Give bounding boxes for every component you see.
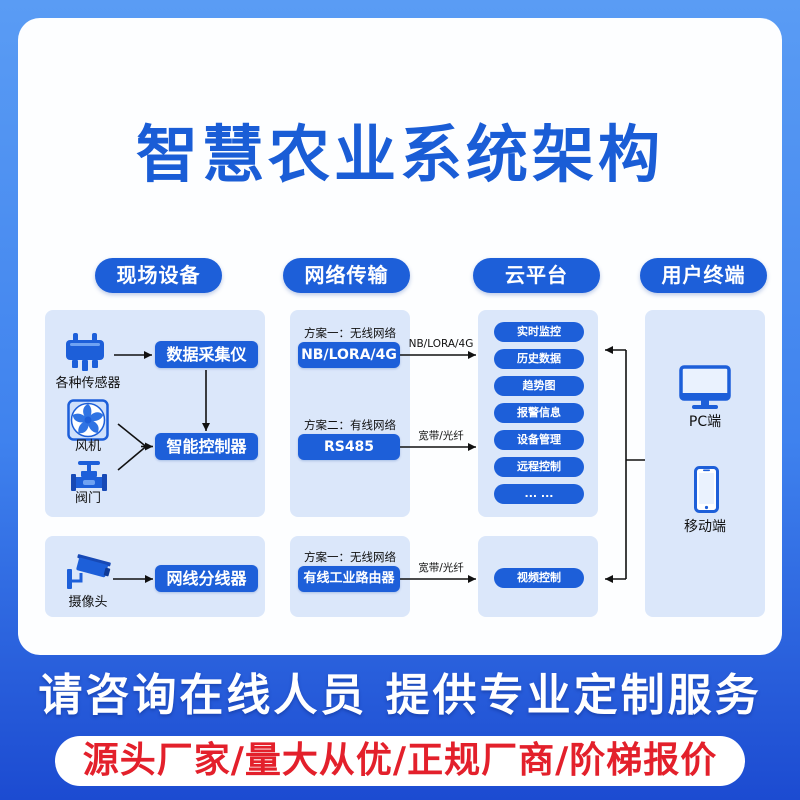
industrial-router-box: 有线工业路由器 <box>298 566 400 592</box>
mobile-terminal-label: 移动端 <box>684 519 726 535</box>
column-header-network: 网络传输 <box>283 258 410 293</box>
camera-label: 摄像头 <box>68 595 108 610</box>
sensor-icon <box>66 333 104 371</box>
pc-terminal-label: PC端 <box>688 414 722 430</box>
valve-icon <box>71 461 107 491</box>
video-uplink-label: 宽带/光纤 <box>418 562 464 574</box>
column-header-field-devices: 现场设备 <box>95 258 222 293</box>
panel-terminals <box>645 310 765 617</box>
cloud-function-trend-chart: 趋势图 <box>494 376 584 396</box>
wireless-device-box: NB/LORA/4G <box>298 342 400 368</box>
network-splitter-box: 网线分线器 <box>155 565 258 592</box>
video-plan-caption: 方案一：无线网络 <box>304 550 396 564</box>
data-collector-box: 数据采集仪 <box>155 341 258 368</box>
cloud-function-device-management: 设备管理 <box>494 430 584 450</box>
valve-label: 阀门 <box>74 491 101 506</box>
column-header-terminals: 用户终端 <box>640 258 767 293</box>
fan-icon <box>67 399 109 441</box>
wireless-uplink-label: NB/LORA/4G <box>408 338 474 350</box>
wireless-plan-caption: 方案一：无线网络 <box>304 326 396 340</box>
consult-banner: 请咨询在线人员 提供专业定制服务 <box>38 670 762 721</box>
cloud-function-history-data: 历史数据 <box>494 349 584 369</box>
sensor-label: 各种传感器 <box>55 376 121 391</box>
cloud-function-more: ... ... <box>494 484 584 504</box>
cloud-function-video-control: 视频控制 <box>494 568 584 588</box>
column-header-cloud: 云平台 <box>473 258 600 293</box>
wired-plan-caption: 方案二：有线网络 <box>304 418 396 432</box>
cloud-function-realtime-monitoring: 实时监控 <box>494 322 584 342</box>
wired-uplink-label: 宽带/光纤 <box>418 430 464 442</box>
fan-label: 风机 <box>74 439 101 454</box>
smart-controller-box: 智能控制器 <box>155 433 258 460</box>
wired-device-box: RS485 <box>298 434 400 460</box>
slogan-text: 源头厂家/量大从优/正规厂商/阶梯报价 <box>82 740 718 781</box>
slogan-pill: 源头厂家/量大从优/正规厂商/阶梯报价 <box>55 736 745 786</box>
monitor-icon <box>679 365 731 409</box>
smartphone-icon <box>694 466 719 513</box>
cloud-function-remote-control: 远程控制 <box>494 457 584 477</box>
cloud-function-alarm-info: 报警信息 <box>494 403 584 423</box>
camera-icon <box>67 554 111 589</box>
diagram-title: 智慧农业系统架构 <box>135 118 664 191</box>
